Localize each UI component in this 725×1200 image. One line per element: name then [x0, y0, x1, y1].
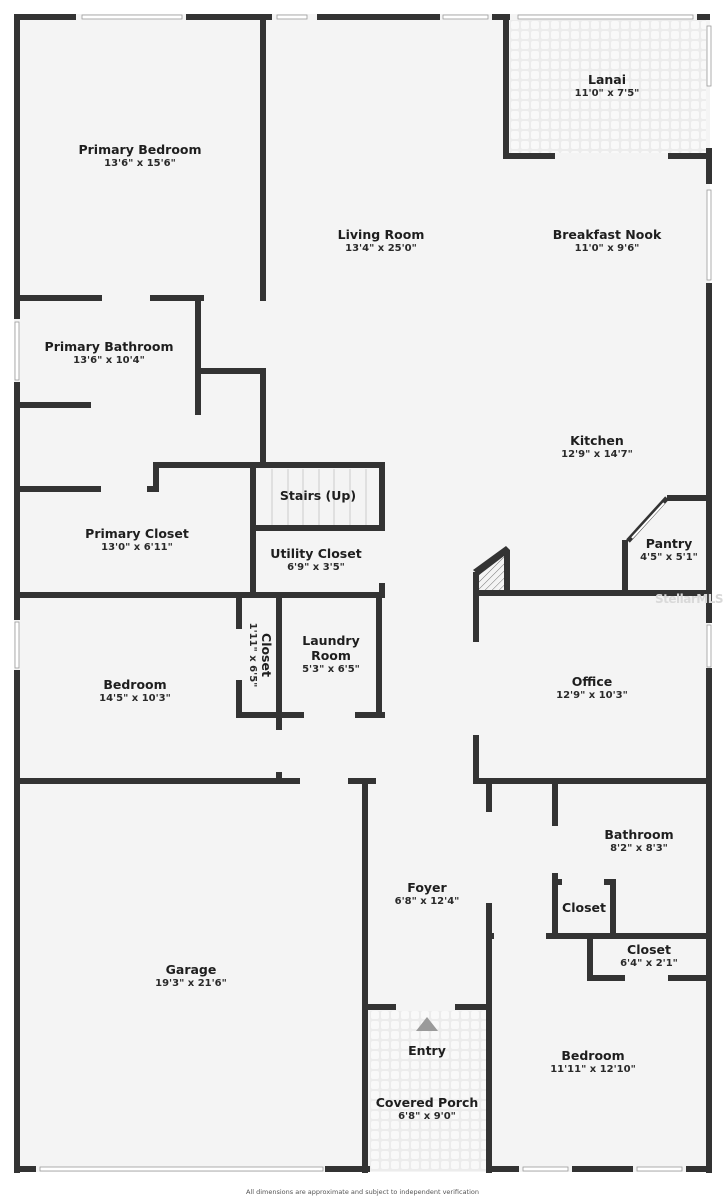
room-closet-bath: Closet	[562, 900, 606, 915]
disclaimer: All dimensions are approximate and subje…	[245, 1188, 480, 1196]
watermark: StellarMLS	[655, 592, 724, 606]
walls	[14, 14, 712, 1173]
stair-treads	[271, 469, 367, 525]
porch-tile	[370, 1011, 486, 1171]
windows	[14, 14, 712, 1172]
hatched-column	[476, 550, 506, 596]
room-stairs: Stairs (Up)	[279, 488, 357, 503]
room-entry: Entry	[408, 1043, 446, 1058]
entry-arrow-icon	[416, 1017, 438, 1031]
lanai-tile	[510, 20, 706, 153]
